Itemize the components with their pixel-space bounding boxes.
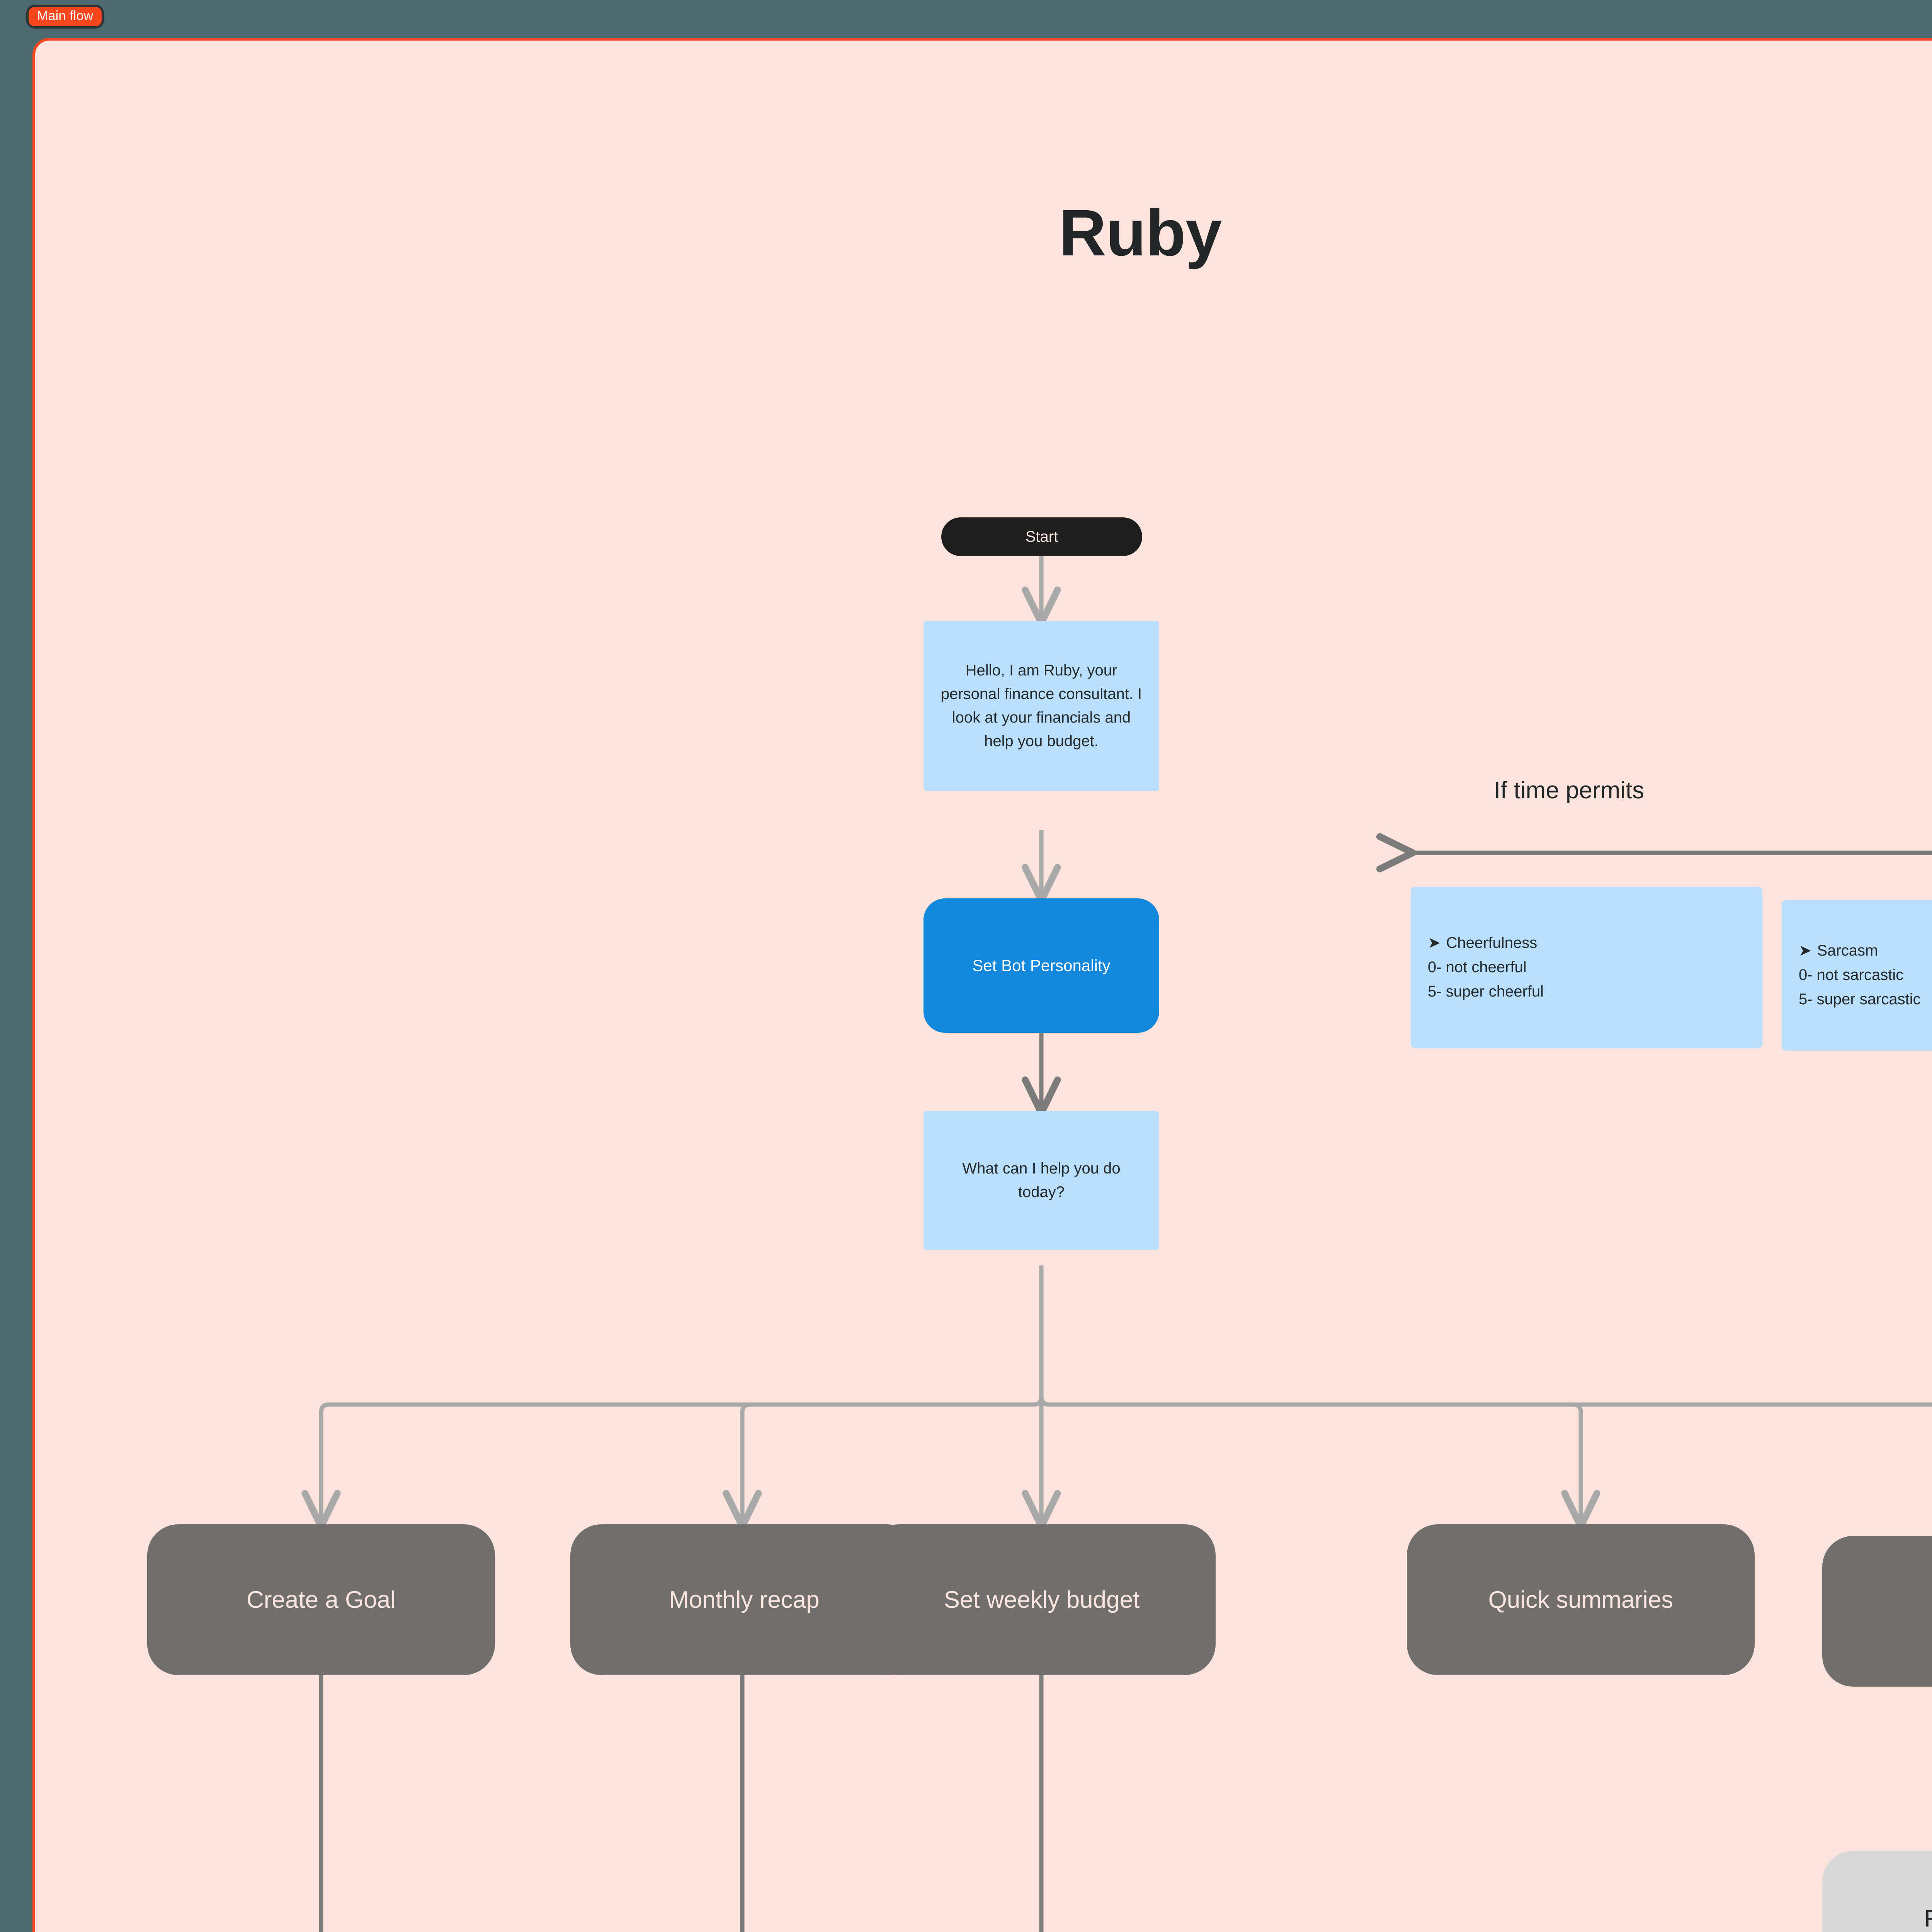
note-card-cheerfulness[interactable]: ➤ Cheerfulness 0- not cheerful 5- super c… bbox=[1411, 887, 1762, 1048]
note-card-cheerfulness-body: ➤ Cheerfulness 0- not cheerful 5- super c… bbox=[1428, 931, 1544, 1004]
note-sarcasm-low: 0- not sarcastic bbox=[1799, 966, 1904, 984]
node-future-scope[interactable]: Future Scope bbox=[1822, 1851, 1932, 1932]
edge-branch-monthly-recap bbox=[723, 1396, 1044, 1530]
node-option-investment[interactable]: Investment bbox=[1822, 1536, 1932, 1687]
note-cheerfulness-title: Cheerfulness bbox=[1446, 934, 1537, 952]
page-title: Ruby bbox=[1059, 196, 1222, 270]
node-option-monthly-recap[interactable]: Monthly recap bbox=[570, 1524, 918, 1675]
node-greeting-message[interactable]: Hello, I am Ruby, your personal finance … bbox=[923, 621, 1159, 791]
edge-monthly-recap-to-end bbox=[740, 1675, 745, 1932]
note-card-sarcasm-body: ➤ Sarcasm 0- not sarcastic 5- super sarca… bbox=[1799, 939, 1921, 1012]
edge-branch-quick-summaries bbox=[1039, 1396, 1600, 1530]
edge-branch-create-goal bbox=[301, 1396, 1044, 1530]
node-set-bot-personality[interactable]: Set Bot Personality bbox=[923, 898, 1159, 1033]
note-card-sarcasm[interactable]: ➤ Sarcasm 0- not sarcastic 5- super sarca… bbox=[1782, 900, 1932, 1051]
note-cheerfulness-title-line: ➤ Cheerfulness bbox=[1428, 931, 1544, 955]
arrow-bullet-icon: ➤ bbox=[1799, 942, 1812, 959]
arrow-bullet-icon: ➤ bbox=[1428, 934, 1441, 952]
note-sarcasm-high: 5- super sarcastic bbox=[1799, 991, 1921, 1008]
main-flow-badge[interactable]: Main flow bbox=[26, 5, 104, 29]
if-time-permits-label: If time permits bbox=[1494, 777, 1645, 804]
node-option-quick-summaries[interactable]: Quick summaries bbox=[1407, 1524, 1755, 1675]
edge-create-goal-to-end bbox=[319, 1675, 323, 1932]
note-cheerfulness-low: 0- not cheerful bbox=[1428, 959, 1527, 976]
edge-branch-investment bbox=[1039, 1396, 1932, 1407]
node-start[interactable]: Start bbox=[941, 517, 1142, 556]
note-sarcasm-title-line: ➤ Sarcasm bbox=[1799, 939, 1921, 963]
node-option-create-a-goal[interactable]: Create a Goal bbox=[147, 1524, 495, 1675]
note-sarcasm-title: Sarcasm bbox=[1817, 942, 1878, 959]
note-cheerfulness-high: 5- super cheerful bbox=[1428, 983, 1544, 1000]
node-option-set-weekly-budget[interactable]: Set weekly budget bbox=[868, 1524, 1216, 1675]
node-prompt-message[interactable]: What can I help you do today? bbox=[923, 1111, 1159, 1250]
flow-canvas-frame: Ruby Start Hello, I am Ruby, your person… bbox=[32, 38, 1932, 1932]
